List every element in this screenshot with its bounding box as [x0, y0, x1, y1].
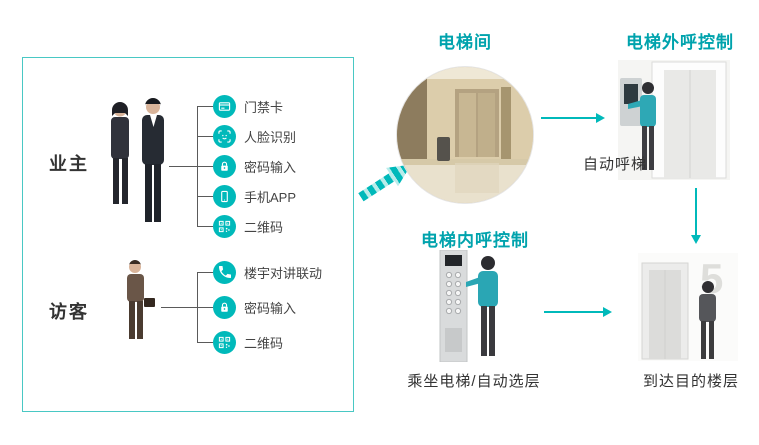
visitor-item: 二维码	[213, 330, 283, 354]
face-recognition-icon	[213, 124, 236, 148]
owner-item-label: 密码输入	[244, 159, 297, 175]
arrival-caption: 到达目的楼层	[642, 373, 739, 390]
external-call-illustration	[618, 60, 730, 180]
elevator-lobby-illustration	[397, 67, 533, 203]
owner-item: 二维码	[213, 214, 283, 238]
connector-line	[197, 106, 213, 107]
owner-item-label: 二维码	[244, 219, 284, 235]
visitor-label: 访客	[49, 302, 89, 322]
visitor-item-label: 密码输入	[244, 300, 297, 316]
qr-code-icon	[213, 330, 236, 354]
access-methods-panel: 业主	[22, 57, 354, 412]
connector-line	[197, 272, 213, 273]
connector-line	[161, 307, 197, 308]
connector-line	[197, 342, 213, 343]
password-lock-icon	[213, 154, 236, 178]
elevator-room-title: 电梯间	[438, 33, 492, 52]
owner-item: 密码输入	[213, 154, 296, 178]
arrival-photo: 5	[638, 253, 738, 366]
owner-item-label: 门禁卡	[244, 99, 284, 115]
connector-line	[169, 166, 197, 167]
owner-item-label: 手机APP	[244, 189, 297, 205]
qr-code-icon	[213, 214, 236, 238]
owner-figures-illustration	[111, 98, 164, 222]
elevator-lobby-photo	[397, 67, 533, 203]
owner-item: 人脸识别	[213, 124, 296, 148]
internal-call-illustration	[439, 249, 498, 363]
connector-line	[197, 136, 213, 137]
arrow-external-to-arrival	[691, 188, 701, 244]
internal-call-caption: 乘坐电梯/自动选层	[407, 373, 541, 390]
owner-label: 业主	[49, 154, 89, 174]
visitor-item-label: 楼宇对讲联动	[244, 265, 323, 281]
arrow-lobby-to-external	[541, 113, 605, 123]
owner-item-label: 人脸识别	[244, 129, 297, 145]
mobile-app-icon	[213, 184, 236, 208]
password-lock-icon	[213, 295, 236, 319]
connector-line	[197, 166, 213, 167]
visitor-item: 密码输入	[213, 295, 296, 319]
internal-call-photo	[436, 249, 512, 367]
arrival-illustration: 5	[638, 253, 738, 361]
external-call-photo	[618, 60, 730, 185]
internal-call-title: 电梯内呼控制	[421, 231, 529, 250]
owner-item: 手机APP	[213, 184, 296, 208]
external-call-caption: 自动呼梯	[582, 156, 647, 173]
access-card-icon	[213, 94, 236, 118]
visitor-item-label: 二维码	[244, 335, 284, 351]
connector-line	[197, 307, 213, 308]
external-call-title: 电梯外呼控制	[626, 33, 734, 52]
intercom-icon	[213, 260, 236, 284]
connector-line	[197, 196, 213, 197]
visitor-figure-illustration	[127, 260, 155, 339]
connector-line	[197, 226, 213, 227]
arrow-internal-to-arrival	[544, 307, 612, 317]
visitor-item: 楼宇对讲联动	[213, 260, 322, 284]
owner-item: 门禁卡	[213, 94, 283, 118]
